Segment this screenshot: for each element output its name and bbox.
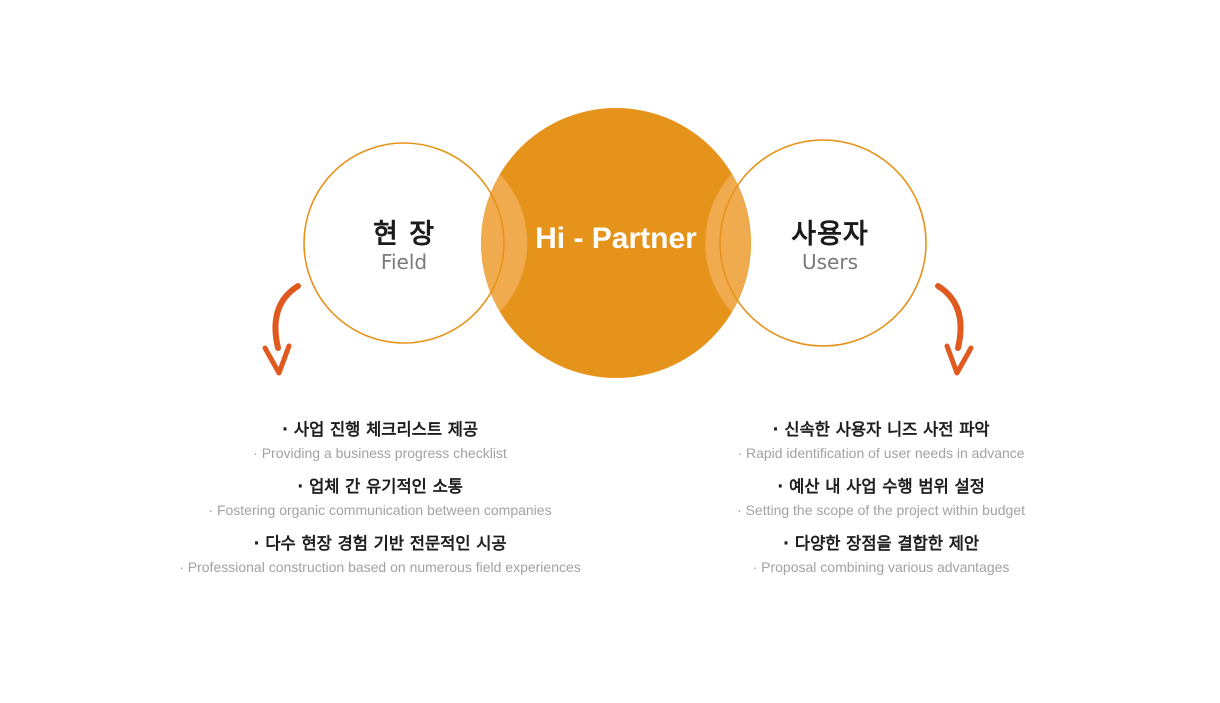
- left-circle-title: 현 장: [372, 219, 436, 250]
- list-item-subtitle: · Providing a business progress checklis…: [253, 445, 507, 461]
- list-item-title: · 다양한 장점을 결합한 제안: [782, 534, 980, 553]
- left-benefit-list: · 사업 진행 체크리스트 제공 · Providing a business …: [100, 418, 660, 589]
- left-circle: [303, 142, 505, 344]
- right-circle-title: 사용자: [791, 219, 869, 250]
- right-overlap: [705, 174, 751, 312]
- list-item-title: · 다수 현장 경험 기반 전문적인 시공: [253, 534, 507, 553]
- list-item: · 신속한 사용자 니즈 사전 파악 · Rapid identificatio…: [601, 418, 1161, 475]
- list-item-subtitle: · Setting the scope of the project withi…: [737, 502, 1025, 518]
- list-item: · 다수 현장 경험 기반 전문적인 시공 · Professional con…: [100, 532, 660, 589]
- list-item-title: · 사업 진행 체크리스트 제공: [281, 420, 479, 439]
- curved-arrow-down-right-icon: [935, 283, 974, 376]
- list-item-title: · 업체 간 유기적인 소통: [297, 477, 463, 496]
- right-circle: [719, 139, 927, 347]
- center-circle: [481, 108, 751, 378]
- list-item-title: · 신속한 사용자 니즈 사전 파악: [772, 420, 990, 439]
- left-circle-subtitle: Field: [380, 250, 428, 274]
- right-benefit-list: · 신속한 사용자 니즈 사전 파악 · Rapid identificatio…: [601, 418, 1161, 589]
- right-circle-subtitle: Users: [801, 250, 858, 274]
- curved-arrow-down-left-icon: [262, 283, 301, 376]
- list-item-subtitle: · Fostering organic communication betwee…: [208, 502, 552, 518]
- center-circle-title: Hi - Partner: [535, 222, 697, 255]
- list-item-title: · 예산 내 사업 수행 범위 설정: [777, 477, 985, 496]
- list-item-subtitle: · Rapid identification of user needs in …: [737, 445, 1025, 461]
- list-item: · 사업 진행 체크리스트 제공 · Providing a business …: [100, 418, 660, 475]
- list-item-subtitle: · Professional construction based on num…: [179, 559, 581, 575]
- list-item-subtitle: · Proposal combining various advantages: [752, 559, 1010, 575]
- list-item: · 예산 내 사업 수행 범위 설정 · Setting the scope o…: [601, 475, 1161, 532]
- list-item: · 업체 간 유기적인 소통 · Fostering organic commu…: [100, 475, 660, 532]
- list-item: · 다양한 장점을 결합한 제안 · Proposal combining va…: [601, 532, 1161, 589]
